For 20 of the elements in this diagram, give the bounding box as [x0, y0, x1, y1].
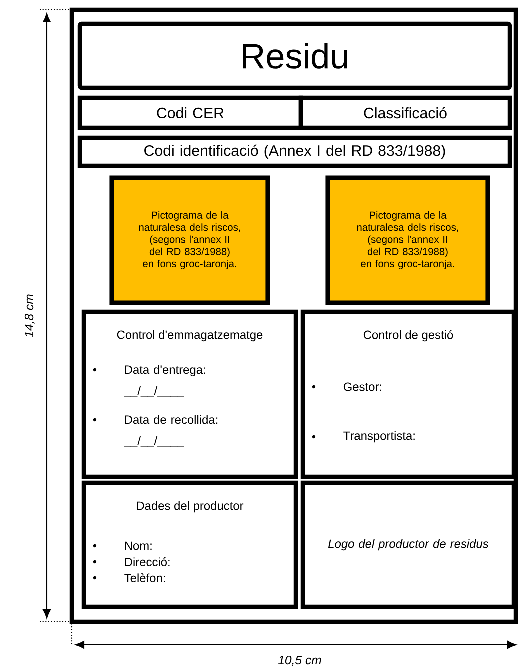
dimension-label: 10,5 cm [278, 656, 322, 666]
list-item: Data de recollida: __/__/____ [124, 415, 218, 448]
field-box: Codi CER [78, 96, 304, 130]
list-item: Nom: [125, 542, 152, 550]
list-item: Gestor: [344, 382, 382, 392]
panel-heading: Control d'emmagatzematge [117, 330, 263, 342]
panel-heading: Control de gestió [364, 330, 454, 342]
list-item: Data d'entrega: __/__/____ [124, 365, 206, 398]
title-box: Residu [78, 22, 512, 90]
list-item: Transportista: [344, 431, 415, 443]
outer-frame [70, 8, 518, 624]
list-item: Direcció: [125, 558, 170, 566]
dimension-label: 14,8 cm [24, 294, 36, 338]
pictogram-box: Pictograma de la naturalesa dels riscos, (segons l'annex II del RD 833/1988) en fons groc-taronja. [326, 176, 490, 306]
text-box: Logo del productor de residus [300, 480, 516, 610]
list-item: Telèfon: [124, 574, 166, 582]
field-box: Classificació [298, 96, 512, 130]
field-box: Codi identificació (Annex I del RD 833/1988) [78, 136, 512, 168]
panel-heading: Dades del productor [137, 501, 244, 513]
pictogram-box: Pictograma de la naturalesa dels riscos, (segons l'annex II del RD 833/1988) en fons groc-taronja. [110, 176, 270, 306]
